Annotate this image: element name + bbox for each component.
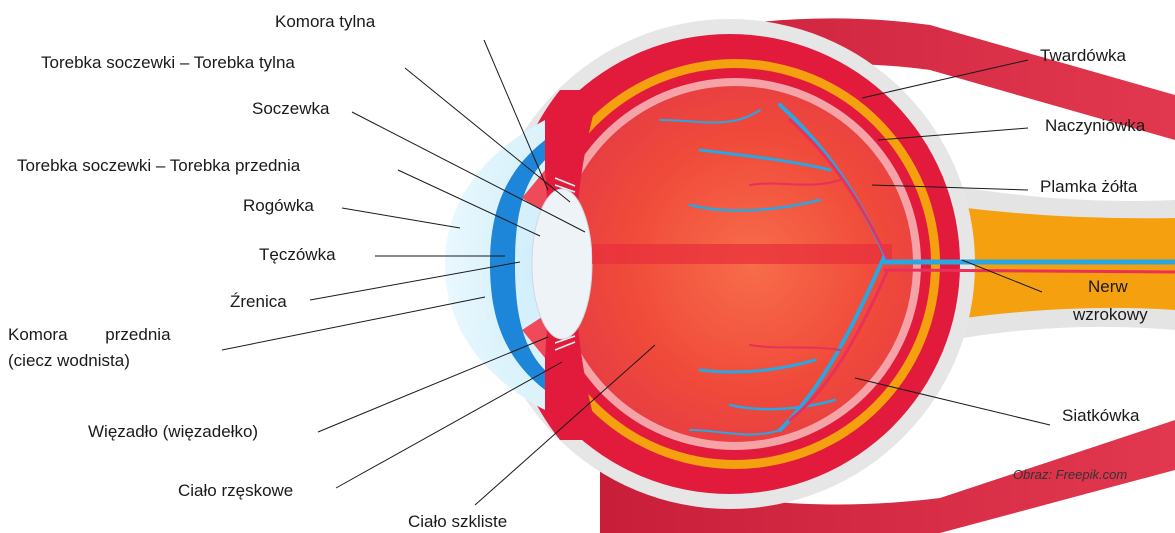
label-naczyniowka: Naczyniówka bbox=[1045, 116, 1145, 136]
label-nerw-line1: Nerw bbox=[1088, 277, 1128, 297]
lens bbox=[532, 189, 592, 339]
label-plamka-zolta: Plamka żółta bbox=[1040, 177, 1137, 197]
label-zrenica: Źrenica bbox=[230, 292, 287, 312]
visual-axis-band bbox=[592, 244, 892, 264]
leader-rogowka bbox=[342, 208, 460, 228]
label-twardowka: Twardówka bbox=[1040, 46, 1126, 66]
label-komora-tylna: Komora tylna bbox=[275, 12, 375, 32]
label-rogowka: Rogówka bbox=[243, 196, 314, 216]
leader-cialo-rzeskowe bbox=[336, 362, 562, 488]
label-komora-przednia-line2: (ciecz wodnista) bbox=[8, 351, 130, 371]
label-torebka-tylna: Torebka soczewki – Torebka tylna bbox=[41, 53, 295, 73]
label-cialo-szkliste: Ciało szkliste bbox=[408, 512, 507, 532]
label-komora-przednia-line1: Komora przednia bbox=[8, 325, 171, 345]
label-wiezadlo: Więzadło (więzadełko) bbox=[88, 422, 258, 442]
label-teczowka: Tęczówka bbox=[259, 245, 336, 265]
label-cialo-rzeskowe: Ciało rzęskowe bbox=[178, 481, 293, 501]
label-nerw-line2: wzrokowy bbox=[1073, 305, 1148, 325]
label-soczewka: Soczewka bbox=[252, 99, 329, 119]
label-torebka-przednia: Torebka soczewki – Torebka przednia bbox=[17, 156, 300, 176]
image-credit: Obraz: Freepik.com bbox=[1013, 467, 1127, 482]
label-siatkowka: Siatkówka bbox=[1062, 406, 1139, 426]
